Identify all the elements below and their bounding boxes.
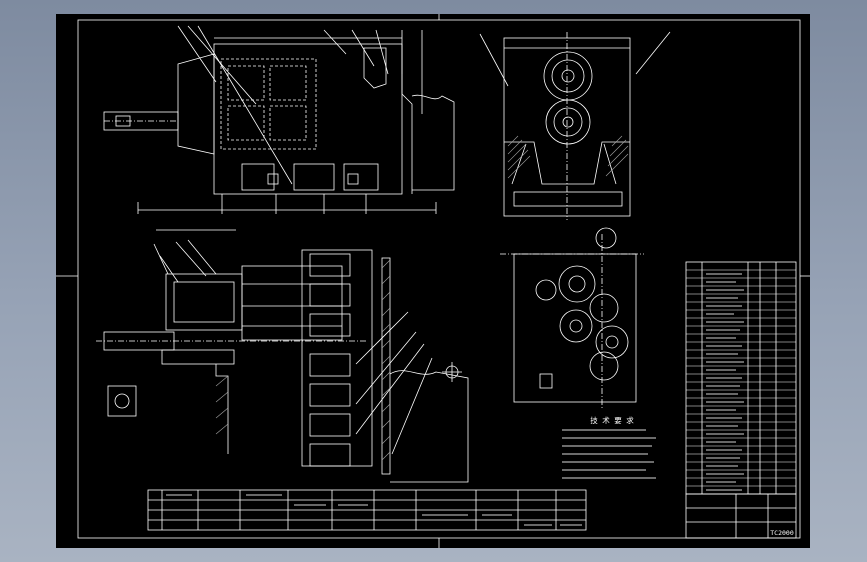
section-view <box>96 229 469 483</box>
section-hatch <box>215 259 391 461</box>
centering-marks <box>56 14 810 548</box>
side-view-hatch <box>507 135 629 179</box>
parts-list <box>685 261 797 495</box>
gear-view <box>442 227 644 410</box>
assembly-drawing: 技 术 要 求 <box>56 14 810 548</box>
title-block-name: TC2000 <box>770 529 794 537</box>
tech-requirements-lines <box>562 429 656 479</box>
revision-table-entries <box>166 494 582 526</box>
side-view <box>479 31 671 220</box>
main-view <box>103 25 455 214</box>
revision-table <box>147 489 587 531</box>
title-block: TC2000 <box>685 493 797 539</box>
tech-requirements-title: 技 术 要 求 <box>590 415 634 425</box>
parts-list-entries <box>706 273 744 491</box>
tech-requirements: 技 术 要 求 <box>590 415 634 425</box>
drawing-sheet: 技 术 要 求 <box>56 14 810 548</box>
